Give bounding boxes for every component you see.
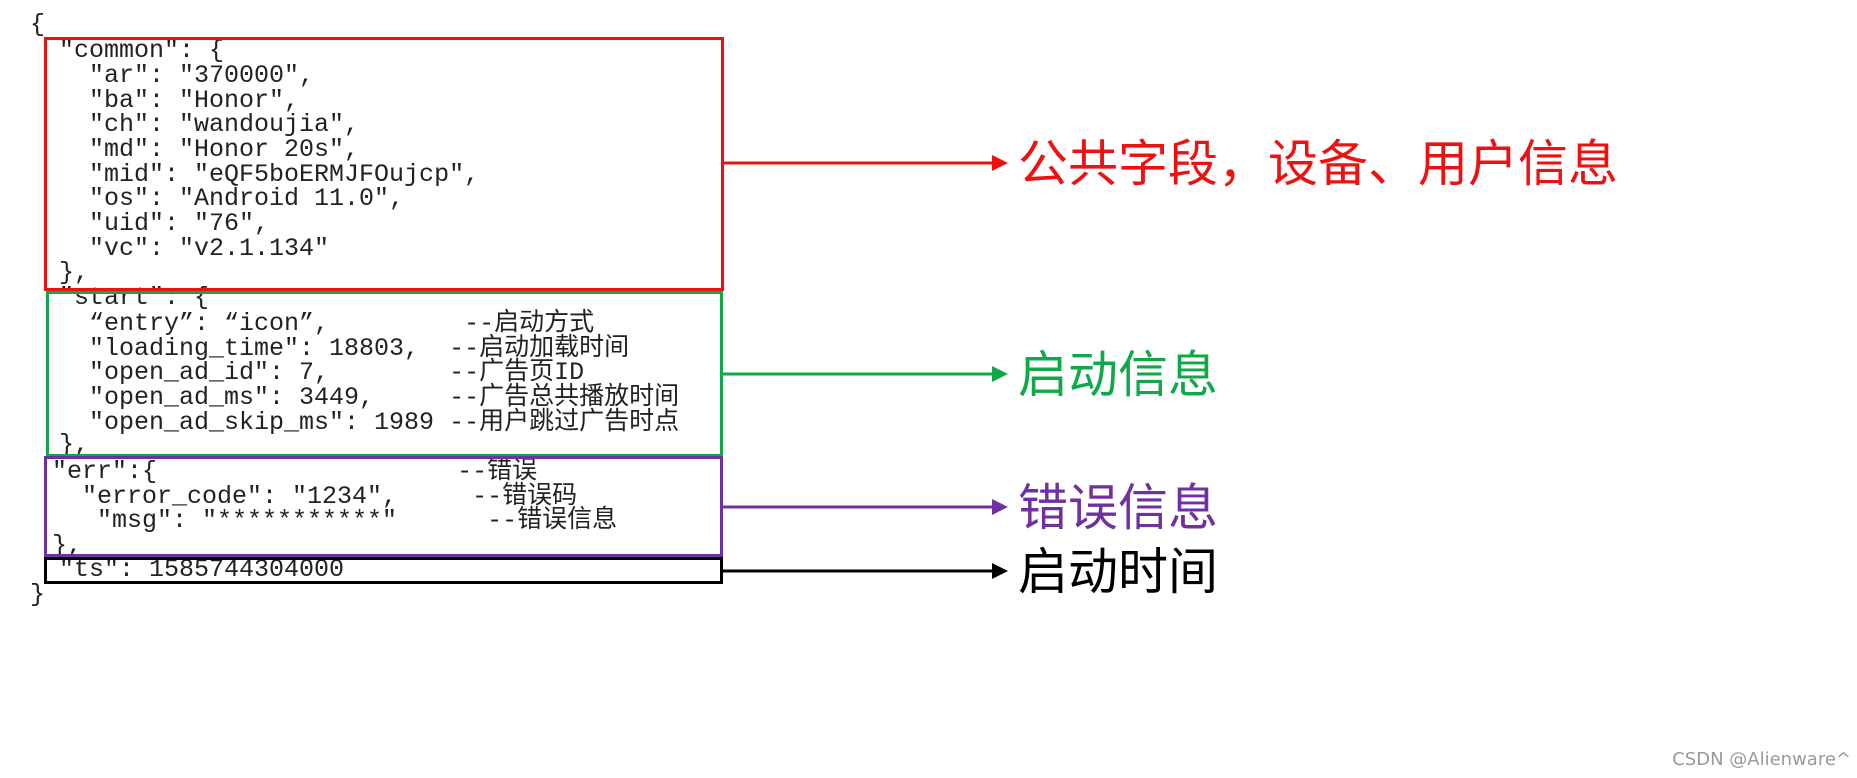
- code-line: "error_code": "1234", --错误码: [52, 482, 578, 511]
- code-line: "vc": "v2.1.134": [44, 234, 330, 263]
- code-line: "open_ad_skip_ms": 1989 --用户跳过广告时点: [44, 408, 680, 437]
- start-section-box: [46, 291, 723, 457]
- code-line: "err":{ --错误: [52, 457, 538, 486]
- code-line: "md": "Honor 20s",: [44, 135, 360, 164]
- code-line: "msg": "***********" --错误信息: [52, 506, 618, 535]
- code-line: “entry”: “icon”, --启动方式: [44, 309, 595, 338]
- start-arrow: [722, 366, 1008, 382]
- ts-annotation: 启动时间: [1018, 543, 1218, 601]
- common-section-box: [44, 37, 724, 291]
- code-line: {: [30, 10, 46, 39]
- code-line: "ar": "370000",: [44, 61, 315, 90]
- code-line: "common": {: [44, 36, 225, 65]
- code-line: "open_ad_ms": 3449, --广告总共播放时间: [44, 383, 680, 412]
- ts-arrow: [722, 563, 1008, 579]
- code-line: "os": "Android 11.0",: [44, 184, 405, 213]
- code-line: "ba": "Honor",: [44, 86, 300, 115]
- code-line: "uid": "76",: [44, 209, 270, 238]
- err-annotation: 错误信息: [1018, 479, 1218, 537]
- code-line: "ch": "wandoujia",: [44, 110, 360, 139]
- code-line: "loading_time": 18803, --启动加载时间: [44, 334, 630, 363]
- code-line: "open_ad_id": 7, --广告页ID: [44, 358, 585, 387]
- json-code-block: { "common": { "ar": "370000", "ba": "Hon…: [0, 0, 679, 725]
- watermark: CSDN @Alienware^: [1672, 749, 1851, 770]
- err-arrow: [722, 499, 1008, 515]
- code-line: "mid": "eQF5boERMJFOujcp",: [44, 160, 480, 189]
- code-line: },: [44, 258, 90, 287]
- code-line: }: [30, 580, 46, 609]
- ts-section-box: [44, 557, 723, 584]
- err-section-box: [44, 456, 723, 557]
- start-annotation: 启动信息: [1018, 346, 1218, 404]
- common-annotation: 公共字段，设备、用户信息: [1018, 135, 1618, 193]
- common-arrow: [722, 155, 1008, 171]
